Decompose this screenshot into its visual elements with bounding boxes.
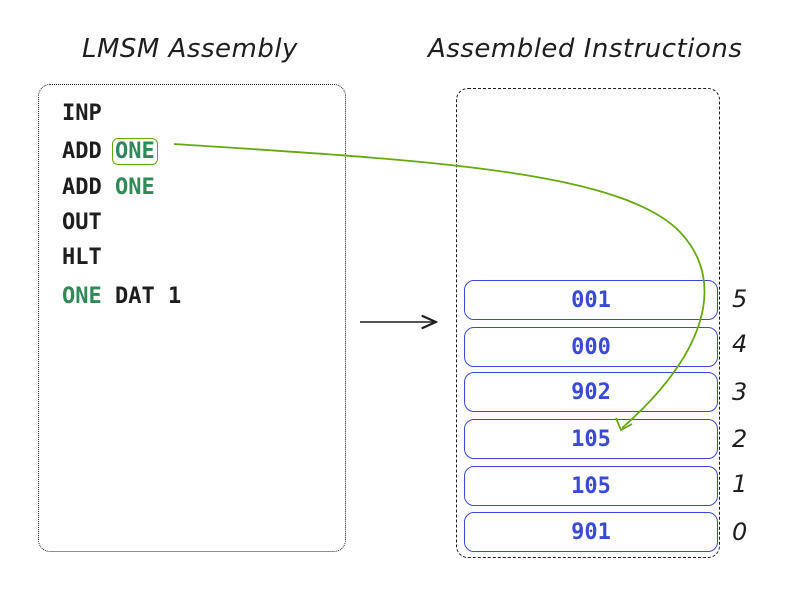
memory-cell-3: 902 bbox=[464, 372, 718, 412]
label-reference: ONE bbox=[115, 175, 155, 200]
memory-cell-0: 901 bbox=[464, 512, 718, 552]
memory-cell-4: 000 bbox=[464, 327, 718, 367]
address-label-4: 4 bbox=[732, 330, 748, 358]
code-line-add-1: ADD ONE bbox=[62, 138, 158, 165]
memory-cell-1: 105 bbox=[464, 466, 718, 506]
code-line-out: OUT bbox=[62, 210, 102, 235]
address-label-3: 3 bbox=[732, 378, 748, 406]
code-line-dat: ONE DAT 1 bbox=[62, 284, 182, 309]
memory-panel bbox=[456, 88, 720, 558]
address-label-1: 1 bbox=[732, 470, 748, 498]
assembly-panel bbox=[38, 84, 346, 552]
address-label-2: 2 bbox=[732, 425, 748, 453]
label-definition: ONE bbox=[62, 284, 102, 309]
memory-cell-2: 105 bbox=[464, 419, 718, 459]
assembly-title: LMSM Assembly bbox=[82, 34, 298, 64]
highlighted-label-reference: ONE bbox=[112, 138, 158, 165]
code-line-inp: INP bbox=[62, 101, 102, 126]
instructions-title: Assembled Instructions bbox=[428, 34, 743, 64]
memory-cell-5: 001 bbox=[464, 280, 718, 320]
address-label-5: 5 bbox=[732, 285, 748, 313]
label-reference-arrow bbox=[173, 143, 706, 429]
code-line-hlt: HLT bbox=[62, 245, 102, 270]
code-line-add-2: ADD ONE bbox=[62, 175, 155, 200]
label-reference-arrowhead bbox=[615, 417, 633, 432]
address-label-0: 0 bbox=[732, 518, 748, 546]
